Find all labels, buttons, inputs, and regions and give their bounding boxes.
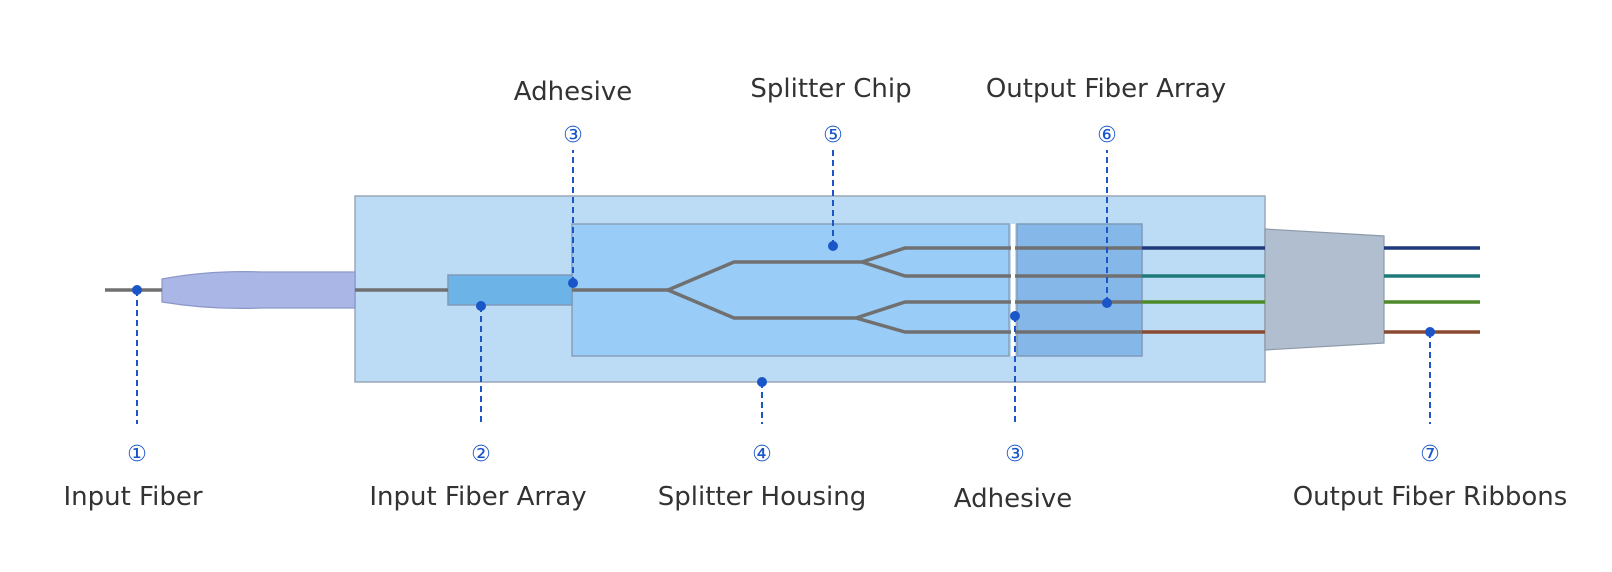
anchor-adhesive-bottom xyxy=(1010,311,1020,321)
anchor-adhesive-top xyxy=(568,278,578,288)
label-input-fiber-array: Input Fiber Array xyxy=(369,482,586,512)
label-output-fiber-array: Output Fiber Array xyxy=(986,74,1226,104)
label-splitter-chip: Splitter Chip xyxy=(750,74,911,104)
leader-lines xyxy=(136,150,1431,424)
output-fiber-array-body xyxy=(1016,223,1143,357)
callout-number-adhesive-top: ③ xyxy=(563,123,583,148)
waveguide-out-1 xyxy=(861,246,1142,264)
callout-number-output-fiber-array: ⑥ xyxy=(1097,123,1117,148)
callout-number-input-fiber-array: ② xyxy=(471,442,491,467)
waveguide-lower-branch xyxy=(667,288,856,320)
callout-number-output-fiber-ribbons: ⑦ xyxy=(1420,442,1440,467)
callout-number-input-fiber: ① xyxy=(127,442,147,467)
anchor-splitter-housing xyxy=(757,377,767,387)
label-adhesive-bottom: Adhesive xyxy=(954,484,1072,514)
splitter-waveguides xyxy=(572,246,1142,334)
callout-number-adhesive-bottom: ③ xyxy=(1005,442,1025,467)
callout-labels: Input Fiber Input Fiber Array Adhesive S… xyxy=(63,74,1567,514)
label-splitter-housing: Splitter Housing xyxy=(658,482,866,512)
waveguide-out-3 xyxy=(855,300,1142,320)
anchor-input-fiber-array xyxy=(476,301,486,311)
callout-number-splitter-housing: ④ xyxy=(752,442,772,467)
callout-numbers: ① ② ③ ④ ⑤ ③ ⑥ ⑦ xyxy=(127,123,1440,467)
input-fiber-array-body xyxy=(447,274,573,306)
label-output-fiber-ribbons: Output Fiber Ribbons xyxy=(1293,482,1568,512)
waveguide-upper-branch xyxy=(667,260,862,292)
anchor-splitter-chip xyxy=(828,241,838,251)
output-boot xyxy=(1264,228,1385,351)
anchor-input-fiber xyxy=(132,285,142,295)
anchor-output-fiber-ribbons xyxy=(1425,327,1435,337)
label-adhesive-top: Adhesive xyxy=(514,77,632,107)
anchor-dots xyxy=(132,241,1435,387)
waveguide-out-2 xyxy=(861,260,1142,278)
anchor-output-fiber-array xyxy=(1102,298,1112,308)
waveguide-out-4 xyxy=(855,316,1142,334)
callout-number-splitter-chip: ⑤ xyxy=(823,123,843,148)
label-input-fiber: Input Fiber xyxy=(63,482,202,512)
input-fiber-taper xyxy=(161,271,356,309)
